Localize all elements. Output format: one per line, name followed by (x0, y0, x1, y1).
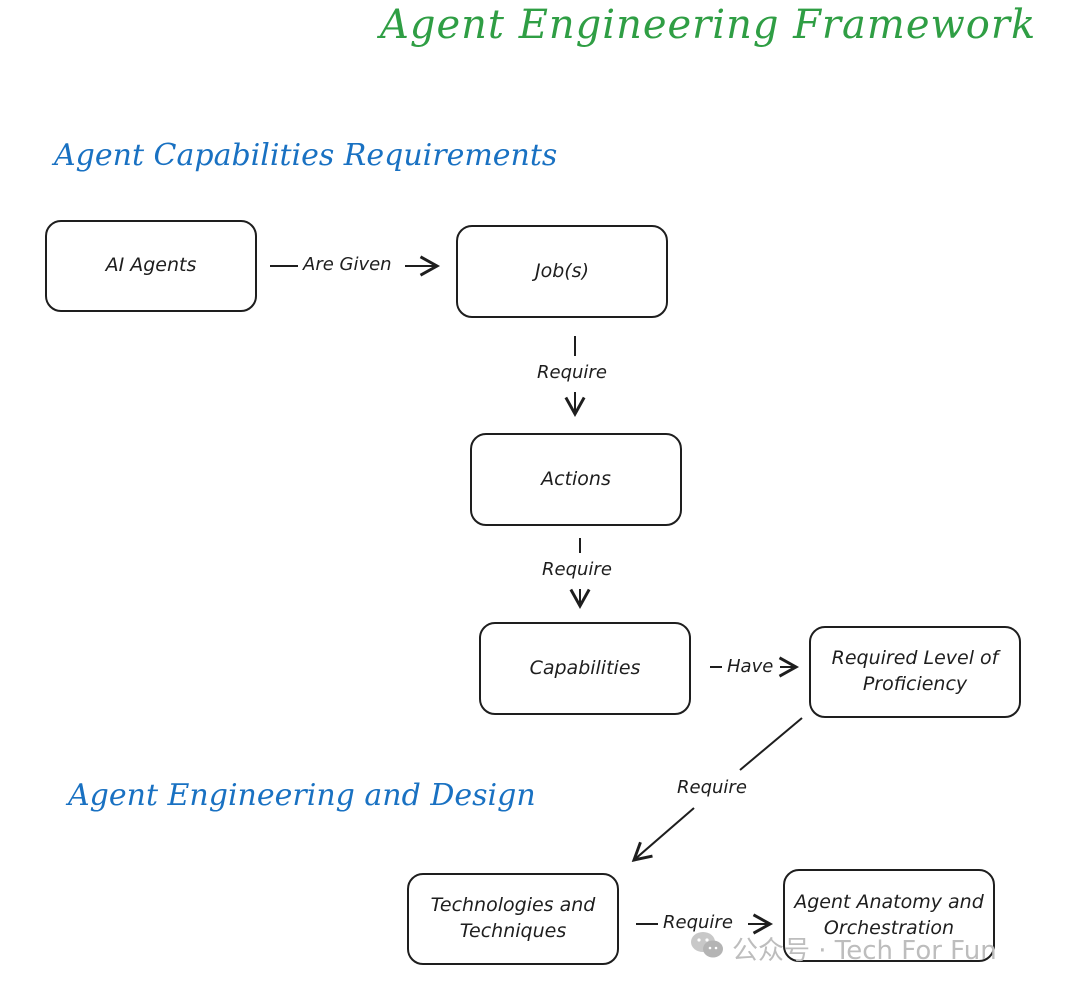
node-technologies-techniques: Technologies and Techniques (407, 873, 619, 965)
node-agent-anatomy-label: Agent Anatomy and Orchestration (794, 890, 984, 939)
edge-label-technologies-require: Require (660, 912, 736, 933)
node-ai-agents: AI Agents (45, 220, 257, 312)
diagram-title: Agent Engineering Framework (380, 2, 1037, 48)
edge-label-are-given: Are Given (300, 254, 395, 275)
node-required-proficiency-label: Required Level of Proficiency (831, 647, 999, 695)
node-agent-anatomy: Agent Anatomy and Orchestration (783, 869, 995, 962)
section-title-engineering: Agent Engineering and Design (68, 778, 536, 813)
node-technologies-techniques-label: Technologies and Techniques (430, 894, 596, 942)
edge-label-have: Have (724, 656, 777, 677)
node-ai-agents-label: AI Agents (105, 254, 197, 277)
watermark: 公众号 · Tech For Fun (690, 930, 997, 967)
node-actions-label: Actions (541, 467, 611, 490)
edge-label-jobs-require: Require (534, 362, 610, 383)
wechat-icon (690, 931, 724, 966)
node-actions: Actions (470, 433, 682, 526)
node-jobs-label: Job(s) (534, 259, 589, 282)
section-title-capabilities: Agent Capabilities Requirements (54, 138, 558, 173)
edge-line-proficiency-technologies-top (739, 717, 803, 771)
node-jobs: Job(s) (456, 225, 668, 318)
watermark-text: 公众号 · Tech For Fun (732, 936, 997, 966)
edge-line-proficiency-technologies-bottom (631, 807, 695, 862)
edge-label-actions-require: Require (539, 559, 615, 580)
node-capabilities: Capabilities (479, 622, 691, 715)
edge-label-proficiency-require: Require (674, 777, 750, 798)
node-capabilities-label: Capabilities (529, 656, 641, 679)
node-required-proficiency: Required Level of Proficiency (809, 626, 1021, 718)
